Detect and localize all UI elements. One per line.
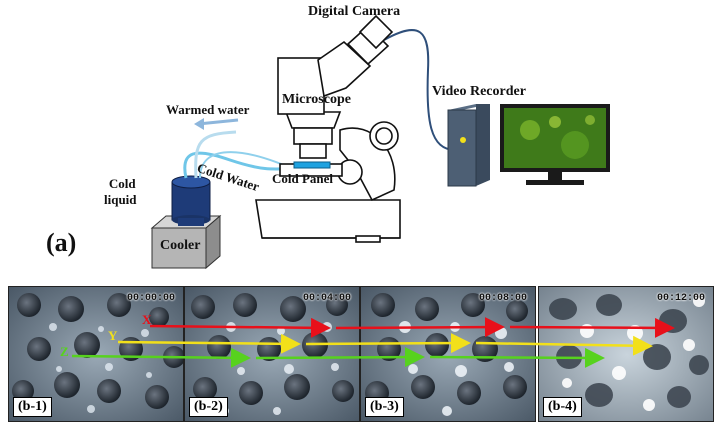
cold-panel-label: Cold Panel bbox=[272, 171, 334, 186]
panel-b-2: 00:04:00 (b-2) bbox=[184, 286, 360, 422]
video-recorder-label: Video Recorder bbox=[432, 84, 526, 99]
microscope bbox=[255, 14, 401, 243]
panel-label: (b-3) bbox=[365, 397, 404, 417]
panel-label: (b-4) bbox=[543, 397, 582, 417]
warmed-water-arrow bbox=[197, 118, 239, 126]
cold-panel-plate bbox=[293, 161, 331, 169]
cold-water-tube bbox=[183, 151, 301, 179]
cold-liquid-label: Cold liquid bbox=[104, 176, 137, 208]
arrow-x-marker: X bbox=[142, 312, 152, 327]
video-recorder bbox=[447, 104, 490, 187]
panel-label: (b-1) bbox=[13, 397, 52, 417]
panel-label-text: (b-3) bbox=[370, 399, 399, 414]
timestamp: 00:08:00 bbox=[478, 293, 527, 304]
cold-liquid-label-line1: Cold bbox=[108, 176, 136, 191]
warmed-water-tube bbox=[194, 130, 237, 179]
panel-label-text: (b-1) bbox=[18, 399, 47, 414]
cold-liquid-tank bbox=[171, 175, 211, 226]
panel-b-4: 00:12:00 (b-4) bbox=[538, 286, 714, 422]
panel-b-1: 00:00:00 (b-1) bbox=[8, 286, 184, 422]
camera-cable bbox=[383, 29, 456, 151]
return-tube bbox=[199, 151, 301, 179]
part-a-label: (a) bbox=[46, 228, 77, 257]
monitor bbox=[500, 104, 610, 185]
panel-label-text: (b-4) bbox=[548, 399, 577, 414]
panel-label: (b-2) bbox=[189, 397, 228, 417]
panel-b-3: 00:08:00 (b-3) bbox=[360, 286, 536, 422]
cold-liquid-label-line2: liquid bbox=[104, 192, 137, 207]
setup-schematic bbox=[150, 14, 610, 270]
timestamp: 00:04:00 bbox=[302, 293, 351, 304]
timestamp: 00:12:00 bbox=[656, 293, 705, 304]
digital-camera-label: Digital Camera bbox=[308, 4, 401, 19]
timestamp: 00:00:00 bbox=[126, 293, 175, 304]
cooler-label: Cooler bbox=[160, 238, 201, 253]
arrow-z-marker: Z bbox=[60, 344, 69, 359]
warmed-water-label: Warmed water bbox=[166, 102, 250, 117]
arrow-y-marker: Y bbox=[108, 328, 118, 343]
microscope-label: Microscope bbox=[282, 92, 351, 107]
panel-label-text: (b-2) bbox=[194, 399, 223, 414]
